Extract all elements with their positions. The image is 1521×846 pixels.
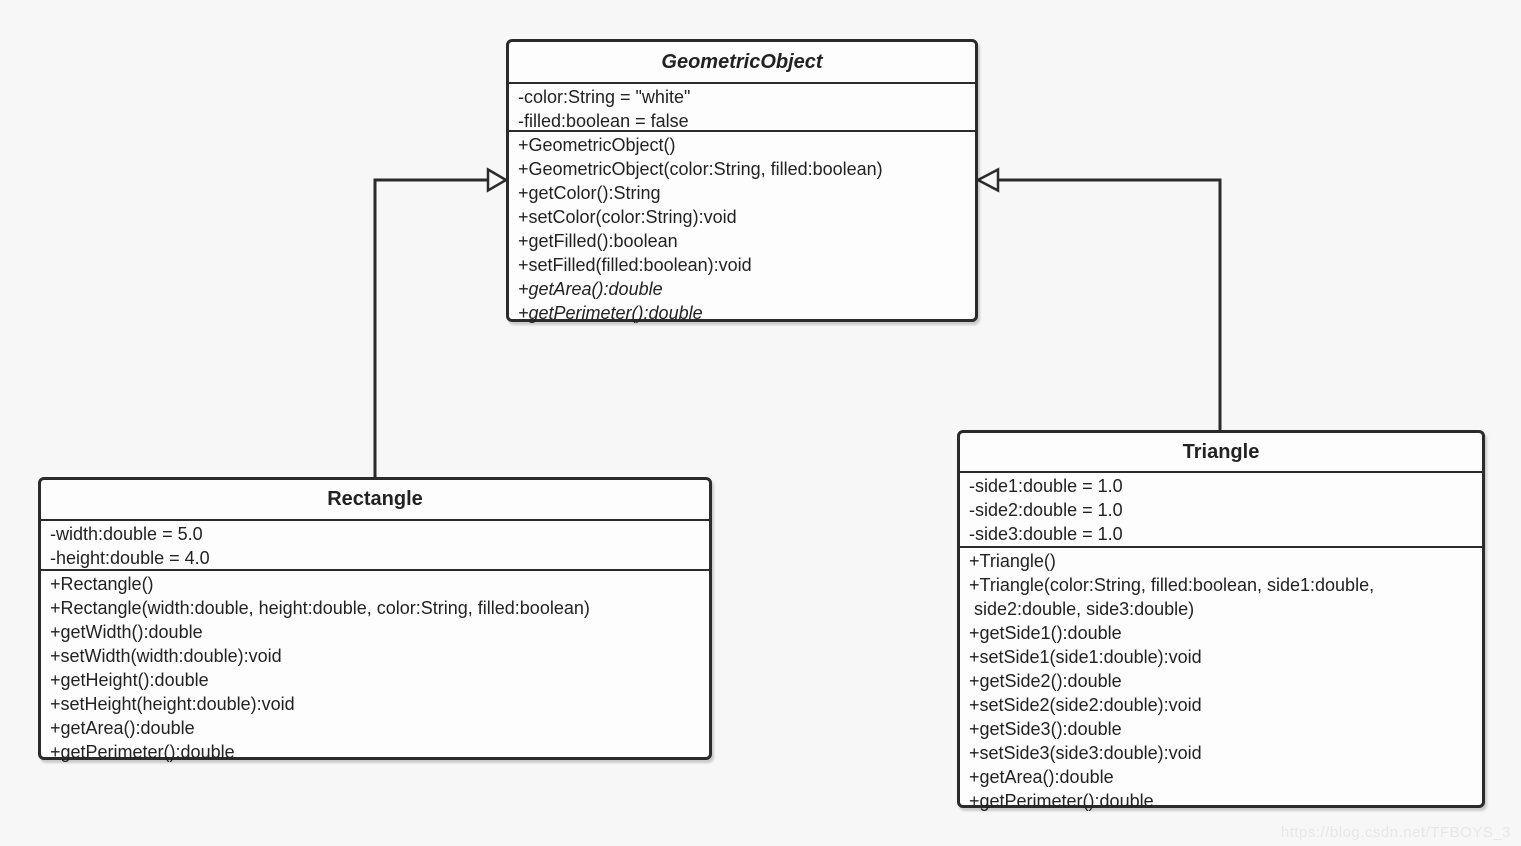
method-line: +getArea():double — [969, 767, 1114, 787]
method-line: +getArea():double — [50, 718, 195, 738]
method-line: +Triangle(color:String, filled:boolean, … — [969, 575, 1375, 595]
methods-compartment: +Rectangle() +Rectangle(width:double, he… — [41, 571, 709, 764]
method-line: +setSide1(side1:double):void — [969, 647, 1202, 667]
attribute-line: -side2:double = 1.0 — [969, 500, 1123, 520]
watermark: https://blog.csdn.net/TFBOYS_3 — [1280, 824, 1511, 841]
class-title-rectangle: Rectangle — [41, 480, 709, 521]
method-line: +GeometricObject() — [518, 135, 676, 155]
attributes-compartment: -width:double = 5.0 -height:double = 4.0 — [41, 521, 709, 571]
attribute-line: -filled:boolean = false — [518, 111, 689, 131]
attribute-line: -color:String = "white" — [518, 87, 691, 107]
class-title-geometricobject: GeometricObject — [509, 42, 975, 84]
method-line: +setHeight(height:double):void — [50, 694, 295, 714]
method-line-wrap: side2:double, side3:double) — [969, 599, 1195, 619]
attribute-line: -side1:double = 1.0 — [969, 476, 1123, 496]
method-line: +getColor():String — [518, 183, 661, 203]
attribute-line: -width:double = 5.0 — [50, 524, 203, 544]
method-line: +getPerimeter():double — [969, 791, 1154, 811]
method-line: +Rectangle(width:double, height:double, … — [50, 598, 590, 618]
methods-compartment: +GeometricObject() +GeometricObject(colo… — [509, 132, 975, 325]
method-line: +setFilled(filled:boolean):void — [518, 255, 752, 275]
method-line: +getWidth():double — [50, 622, 203, 642]
method-line: +GeometricObject(color:String, filled:bo… — [518, 159, 883, 179]
hollow-triangle-arrowhead — [486, 167, 509, 193]
class-title-triangle: Triangle — [960, 433, 1482, 473]
method-line: +getSide2():double — [969, 671, 1122, 691]
class-box-rectangle: Rectangle -width:double = 5.0 -height:do… — [38, 477, 712, 762]
method-line: +getPerimeter():double — [50, 742, 235, 762]
method-line: +setColor(color:String):void — [518, 207, 737, 227]
abstract-method-line: +getPerimeter():double — [518, 303, 703, 323]
method-line: +getHeight():double — [50, 670, 209, 690]
method-line: +setSide3(side3:double):void — [969, 743, 1202, 763]
hollow-triangle-arrowhead — [975, 167, 1000, 193]
method-line: +getSide3():double — [969, 719, 1122, 739]
class-box-triangle: Triangle -side1:double = 1.0 -side2:doub… — [957, 430, 1485, 811]
inheritance-arrow-triangle — [975, 167, 1222, 430]
method-line: +getFilled():boolean — [518, 231, 678, 251]
class-box-geometricobject: GeometricObject -color:String = "white" … — [506, 39, 978, 325]
attributes-compartment: -color:String = "white" -filled:boolean … — [509, 84, 975, 132]
attribute-line: -height:double = 4.0 — [50, 548, 210, 568]
abstract-method-line: +getArea():double — [518, 279, 663, 299]
method-line: +setWidth(width:double):void — [50, 646, 282, 666]
method-line: +getSide1():double — [969, 623, 1122, 643]
attributes-compartment: -side1:double = 1.0 -side2:double = 1.0 … — [960, 473, 1482, 548]
attribute-line: -side3:double = 1.0 — [969, 524, 1123, 544]
inheritance-arrow-rectangle — [373, 167, 509, 477]
method-line: +Triangle() — [969, 551, 1056, 571]
method-line: +Rectangle() — [50, 574, 154, 594]
methods-compartment: +Triangle() +Triangle(color:String, fill… — [960, 548, 1482, 813]
method-line: +setSide2(side2:double):void — [969, 695, 1202, 715]
